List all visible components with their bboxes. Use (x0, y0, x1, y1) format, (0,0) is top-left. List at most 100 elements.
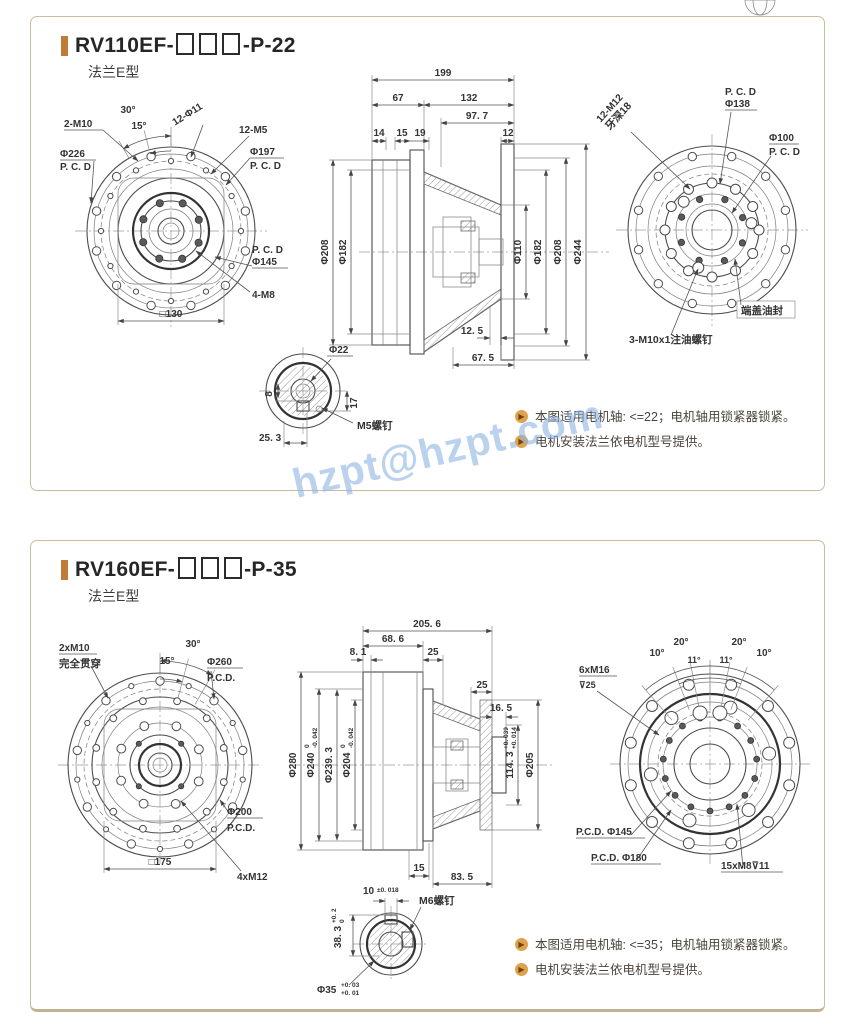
front-d260-label: Φ260 (207, 657, 232, 668)
note-text: 电机安装法兰依电机型号提供。 (535, 963, 711, 978)
rear-angle-11-left: 11° (687, 655, 701, 665)
shaft-detail-geometry (348, 898, 429, 986)
model-placeholder-box (200, 557, 219, 579)
shaft-h17-label: 17 (349, 397, 360, 409)
shaft-w10-label: 10 (363, 886, 375, 897)
section-view-geometry (329, 75, 609, 369)
shaft-w10-tol: ±0. 018 (377, 887, 399, 894)
section-t14: 14 (373, 128, 385, 139)
rv160ef-panel: RV160EF--P-35 法兰E型 (30, 540, 825, 1012)
section-d1143: 114. 3 (505, 751, 516, 779)
front-d200-label: Φ200 (227, 807, 252, 818)
rear-pcd180-label: P.C.D. Φ180 (591, 853, 647, 864)
model-placeholder-box (176, 33, 195, 55)
note-row: ▶ 本图适用电机轴: <=22；电机轴用锁紧器锁紧。 (515, 408, 847, 426)
shaft-h383-label: 38. 3 (333, 925, 344, 948)
front-4m8-label: 4-M8 (252, 290, 275, 301)
rv160ef-drawing: 2xM10 完全贯穿 30° 15° Φ260 P.C.D. Φ200 P.C.… (58, 619, 810, 997)
rv110ef-drawing: 30° 15° 2-M10 12-Φ11 12-M5 Φ226 P. C. D … (60, 68, 808, 447)
title-accent-bar (61, 559, 68, 580)
section-d204-tol-bot: -0. 042 (348, 727, 355, 748)
front-through-label: 完全贯穿 (59, 657, 101, 670)
front-d200-pcd: P.C.D. (227, 823, 255, 834)
front-square-dim: □175 (149, 857, 172, 868)
rear-view-geometry (616, 109, 808, 336)
model-placeholder-box (222, 33, 241, 55)
shaft-screw-label: M5螺钉 (357, 419, 393, 432)
model-placeholder-box (177, 557, 196, 579)
section-d1143-tol-bot: +0. 014 (511, 727, 518, 749)
model-placeholder-box (223, 557, 242, 579)
section-d1143-tol-top: +0. 039 (503, 727, 510, 749)
section-d204-tol-top: 0 (340, 744, 347, 748)
front-d145-pcd-label: P. C. D (252, 245, 283, 256)
section-d240-tol-bot: -0. 042 (312, 727, 319, 748)
section-d110: Φ110 (513, 239, 524, 264)
shaft-detail-labels: 10 ±0. 018 M6螺钉 38. 3 +0. 2 0 Φ35 +0. 03… (317, 886, 455, 997)
section-d208-left: Φ208 (320, 239, 331, 264)
front-view-labels: 2xM10 完全贯穿 30° 15° Φ260 P.C.D. Φ200 P.C.… (59, 639, 268, 883)
rv110ef-panel: RV110EF- -P-22 法兰E型 (30, 16, 825, 491)
section-view-geometry (289, 626, 553, 888)
model-suffix: -P-22 (242, 34, 296, 57)
front-4m12-label: 4xM12 (237, 872, 268, 883)
section-t25-right: 25 (476, 680, 488, 691)
title-accent-bar (61, 35, 68, 56)
shaft-detail-labels: Φ22 8 17 25. 3 M5螺钉 (259, 345, 393, 444)
note-bullet-icon: ▶ (515, 963, 528, 977)
front-angle30-label: 30° (185, 639, 200, 650)
front-d226-pcd-label: P. C. D (60, 162, 91, 173)
section-b125: 12. 5 (461, 326, 484, 337)
front-view-geometry (60, 124, 288, 327)
shaft-detail-geometry (259, 347, 354, 447)
shaft-h383-tol-bot: 0 (339, 919, 346, 923)
rear-view-geometry (576, 660, 810, 873)
shaft-w253-label: 25. 3 (259, 433, 282, 444)
note-text: 本图适用电机轴: <=22；电机轴用锁紧器锁紧。 (535, 410, 796, 424)
section-d240-tol-top: 0 (304, 744, 311, 748)
rear-angle-20-left: 20° (673, 637, 688, 648)
section-b15: 15 (413, 863, 425, 874)
rear-d100-label: Φ100 (769, 133, 794, 144)
model-prefix: RV160EF- (75, 558, 176, 581)
front-2m10-label: 2xM10 (59, 643, 90, 654)
rear-6m16-label: 6xM16 (579, 665, 610, 676)
globe-icon (740, 0, 780, 17)
front-12m5-label: 12-M5 (239, 125, 268, 136)
front-d197-label: Φ197 (250, 147, 275, 158)
model-code: RV160EF- -P-35 (75, 557, 297, 582)
model-prefix: RV110EF- (75, 34, 174, 57)
rear-d100-pcd: P. C. D (769, 147, 800, 158)
section-d204: Φ204 (342, 752, 353, 777)
section-t165: 16. 5 (490, 703, 513, 714)
front-angle15-label: 15° (159, 656, 174, 667)
section-d204-group: Φ204 0 -0. 042 (340, 727, 355, 777)
front-d197-pcd-label: P. C. D (250, 161, 281, 172)
section-total-length: 205. 6 (413, 619, 441, 630)
section-d1143-group: 114. 3 +0. 039 +0. 014 (503, 727, 518, 779)
note-bullet-icon: ▶ (515, 938, 528, 951)
front-d145-label: Φ145 (252, 257, 277, 268)
rear-angle-10-right: 10° (756, 648, 771, 659)
model-placeholder-box (199, 33, 218, 55)
section-view-labels: 199 67 132 97. 7 14 15 19 12 Φ208 Φ182 Φ… (320, 68, 584, 364)
front-d260-pcd: P.C.D. (207, 673, 235, 684)
flange-type-label: 法兰E型 (88, 64, 140, 80)
rear-oil-seal-label: 端盖油封 (741, 304, 783, 317)
notes-rv160: ▶ 本图适用电机轴: <=35；电机轴用锁紧器锁紧。 ▶ 电机安装法兰依电机型号… (515, 936, 847, 979)
section-b835: 83. 5 (451, 872, 474, 883)
note-row: ▶ 电机安装法兰依电机型号提供。 (515, 433, 847, 451)
section-d244: Φ244 (573, 239, 584, 264)
rear-angle-20-right: 20° (731, 637, 746, 648)
model-suffix: -P-35 (244, 558, 297, 581)
section-len-977: 97. 7 (466, 111, 489, 122)
rear-angle-11-right: 11° (719, 655, 733, 665)
note-row: ▶ 电机安装法兰依电机型号提供。 (515, 961, 847, 979)
shaft-h383-tol-top: +0. 2 (331, 908, 338, 923)
section-view-labels: 205. 6 68. 6 8. 1 25 25 16. 5 Φ280 Φ240 … (288, 619, 536, 883)
rear-view-labels: 10° 20° 20° 10° 11° 11° 6xM16 ⊽25 P.C.D.… (576, 637, 772, 872)
front-angle15-label: 15° (131, 121, 146, 132)
note-text: 本图适用电机轴: <=35；电机轴用锁紧器锁紧。 (535, 938, 796, 952)
front-square-dim: □130 (160, 309, 183, 320)
note-bullet-icon: ▶ (515, 410, 528, 423)
